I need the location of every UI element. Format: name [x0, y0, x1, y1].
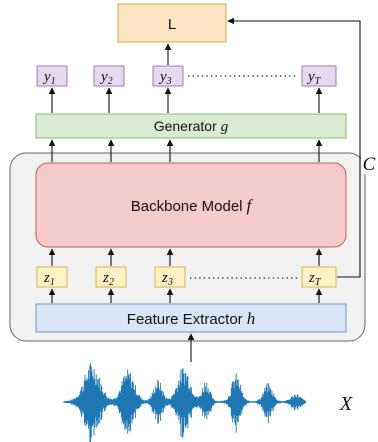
latent-token-row: z1 z2 z3 zT [36, 266, 337, 288]
svg-text:z2: z2 [102, 270, 114, 288]
latent-token-sub: T [315, 277, 322, 288]
output-token-box [301, 65, 337, 87]
latent-token-base: z [161, 270, 168, 286]
latent-token-base: z [43, 270, 50, 286]
generator-box [35, 113, 347, 139]
loss-label: L [168, 16, 176, 33]
waveform-trace [63, 363, 306, 442]
condition-path [227, 17, 361, 278]
output-token-sub: T [315, 76, 322, 87]
svg-text:y3: y3 [158, 69, 172, 87]
output-token-box [152, 65, 184, 87]
svg-text:z3: z3 [161, 270, 173, 288]
generator-symbol: g [221, 119, 229, 135]
svg-text:y2: y2 [99, 69, 113, 87]
output-token-sub: 3 [166, 76, 172, 87]
output-token: yT [301, 65, 337, 87]
svg-text:z1: z1 [43, 270, 55, 288]
latent-token-base: z [308, 270, 315, 286]
backbone-label: Backbone Model [131, 198, 243, 215]
input-label: X [339, 393, 353, 415]
latent-token: zT [301, 266, 337, 288]
loss-box [117, 3, 227, 43]
latent-token-box [36, 266, 68, 288]
latent-token: z3 [154, 266, 186, 288]
latent-token-base: z [102, 270, 109, 286]
output-token-base: y [306, 69, 315, 85]
output-token-base: y [99, 69, 108, 85]
latent-token-box [154, 266, 186, 288]
latent-token: z2 [95, 266, 127, 288]
output-token-base: y [42, 69, 51, 85]
feature-extractor-box [35, 303, 347, 333]
latent-token-box [95, 266, 127, 288]
output-token-box [93, 65, 125, 87]
condition-label: C [363, 154, 376, 175]
output-token: y3 [152, 65, 184, 87]
output-token-row: y1 y2 y3 yT [36, 65, 337, 87]
output-token-sub: 1 [51, 76, 56, 87]
condition-label-bg [361, 150, 377, 174]
arrow-group [48, 17, 361, 362]
feature-extractor-label: Feature Extractor [127, 311, 243, 328]
backbone-box [35, 162, 347, 248]
output-token-box [36, 65, 68, 87]
generator-label: Generator [154, 118, 217, 134]
audio-waveform [63, 363, 306, 442]
output-token-sub: 2 [108, 76, 113, 87]
svg-text:yT: yT [306, 69, 322, 87]
latent-token-sub: 2 [109, 277, 114, 288]
latent-token-box [301, 266, 337, 288]
output-token: y2 [93, 65, 125, 87]
output-token-base: y [158, 69, 167, 85]
latent-token-sub: 3 [167, 277, 173, 288]
latent-token: z1 [36, 266, 68, 288]
svg-text:zT: zT [308, 270, 322, 288]
feature-extractor-symbol: h [247, 309, 256, 328]
svg-text:y1: y1 [42, 69, 56, 87]
output-token: y1 [36, 65, 68, 87]
latent-token-sub: 1 [50, 277, 55, 288]
backbone-symbol: f [247, 196, 254, 215]
